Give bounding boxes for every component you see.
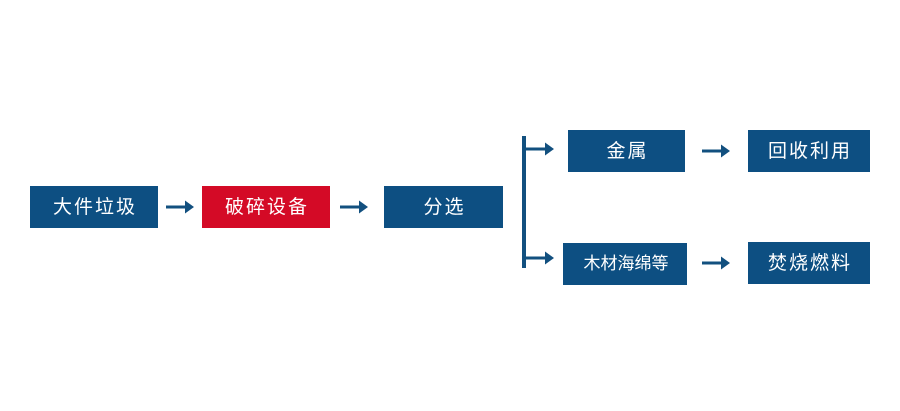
node-label: 木材海绵等 [583, 253, 669, 274]
node-incineration-fuel[interactable]: 焚烧燃料 [748, 242, 870, 284]
node-label: 回收利用 [767, 139, 852, 162]
arrow-right-icon [702, 140, 730, 162]
arrow-right-icon [166, 196, 194, 218]
arrow-right-icon [702, 252, 730, 274]
arrow-right-icon [340, 196, 368, 218]
node-crushing-equipment[interactable]: 破碎设备 [202, 186, 330, 228]
node-sorting[interactable]: 分选 [384, 186, 503, 228]
node-label: 焚烧燃料 [767, 251, 852, 274]
node-recycling-reuse[interactable]: 回收利用 [748, 130, 870, 172]
node-metal[interactable]: 金属 [568, 130, 685, 172]
node-label: 分选 [423, 195, 466, 218]
node-label: 破碎设备 [224, 195, 309, 218]
sorting-split-bracket-icon [522, 136, 568, 268]
node-label: 大件垃圾 [52, 195, 137, 218]
node-bulky-waste[interactable]: 大件垃圾 [30, 186, 158, 228]
node-label: 金属 [606, 139, 649, 162]
node-wood-sponge-etc[interactable]: 木材海绵等 [563, 243, 687, 285]
